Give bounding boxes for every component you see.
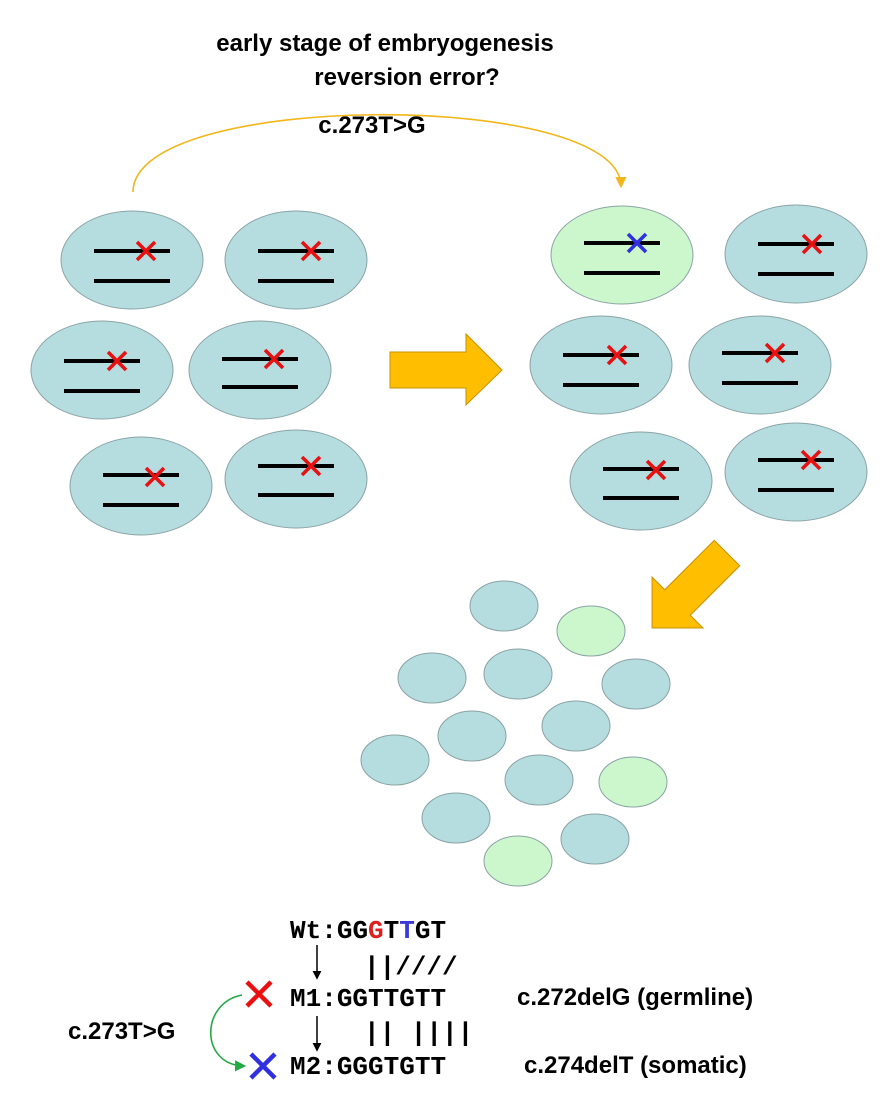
- wt-base: T: [399, 916, 415, 946]
- diagonal-block-arrow: [651, 539, 741, 629]
- title-line-1: early stage of embryogenesis: [216, 30, 553, 57]
- cell: [188, 320, 332, 420]
- m1-note: c.272delG (germline): [517, 984, 753, 1011]
- somatic-x-icon: [626, 232, 648, 254]
- germline-x-icon: [300, 240, 322, 262]
- cell: [724, 422, 868, 522]
- wt-base: G: [352, 916, 368, 946]
- small-cell: [560, 813, 630, 865]
- germline-x-icon: [606, 344, 628, 366]
- wt-base: T: [384, 916, 400, 946]
- germline-x-icon: [800, 449, 822, 471]
- cell: [224, 210, 368, 310]
- germline-x-icon: [135, 240, 157, 262]
- m1-row: M1:GGTTGTT: [290, 984, 446, 1014]
- reversion-arc-arrow: [132, 113, 627, 193]
- title-line-2: reversion error?: [314, 64, 499, 91]
- left-cell-group: [30, 210, 368, 536]
- cell: [30, 320, 174, 420]
- cell: [60, 210, 204, 310]
- small-cell: [601, 658, 671, 710]
- germline-x-icon: [245, 980, 273, 1008]
- small-cell: [360, 734, 430, 786]
- wt-label: Wt: [290, 916, 321, 946]
- small-cell: [504, 754, 574, 806]
- somatic-x-icon: [249, 1052, 277, 1080]
- m2-sequence: GGGTGTT: [337, 1052, 446, 1082]
- wt-base: G: [337, 916, 353, 946]
- wt-row: Wt:GGGTTGT: [290, 916, 446, 946]
- small-reverted-cell: [483, 835, 553, 887]
- germline-x-icon: [106, 350, 128, 372]
- small-reverted-cell: [598, 756, 668, 808]
- germline-x-icon: [764, 342, 786, 364]
- sequence-alignment: Wt:GGGTTGT ||//// M1:GGTTGTT c.272delG (…: [68, 916, 753, 1082]
- cell: [569, 431, 713, 531]
- germline-x-icon: [144, 466, 166, 488]
- tissue-cell-cluster: [360, 580, 671, 887]
- small-cell: [469, 580, 539, 632]
- germline-x-icon: [263, 348, 285, 370]
- wt-base: T: [430, 916, 446, 946]
- m1-label: M1: [290, 984, 321, 1014]
- cell: [724, 204, 868, 304]
- m2-note: c.274delT (somatic): [524, 1052, 747, 1079]
- cell: [688, 315, 832, 415]
- side-mutation-label: c.273T>G: [68, 1018, 175, 1045]
- cell: [69, 436, 213, 536]
- right-block-arrow: [389, 332, 503, 407]
- cell: [529, 315, 673, 415]
- wt-sequence: GGGTTGT: [337, 916, 446, 946]
- alignment-lines-2: || ||||: [364, 1018, 473, 1048]
- small-cell: [421, 792, 491, 844]
- m2-row: M2:GGGTGTT: [290, 1052, 446, 1082]
- reverted-cell: [550, 205, 694, 305]
- reversion-loop-arrow: [210, 994, 247, 1072]
- alignment-lines-1: ||////: [364, 952, 458, 982]
- right-cell-group: [529, 204, 868, 531]
- wt-base: G: [368, 916, 384, 946]
- germline-x-icon: [801, 233, 823, 255]
- germline-x-icon: [645, 459, 667, 481]
- small-cell: [483, 648, 553, 700]
- small-cell: [437, 710, 507, 762]
- small-cell: [397, 652, 467, 704]
- wt-base: G: [415, 916, 431, 946]
- cell: [224, 429, 368, 529]
- m1-sequence: GGTTGTT: [337, 984, 446, 1014]
- germline-x-icon: [300, 455, 322, 477]
- small-reverted-cell: [556, 605, 626, 657]
- small-cell: [541, 700, 611, 752]
- m2-label: M2: [290, 1052, 321, 1082]
